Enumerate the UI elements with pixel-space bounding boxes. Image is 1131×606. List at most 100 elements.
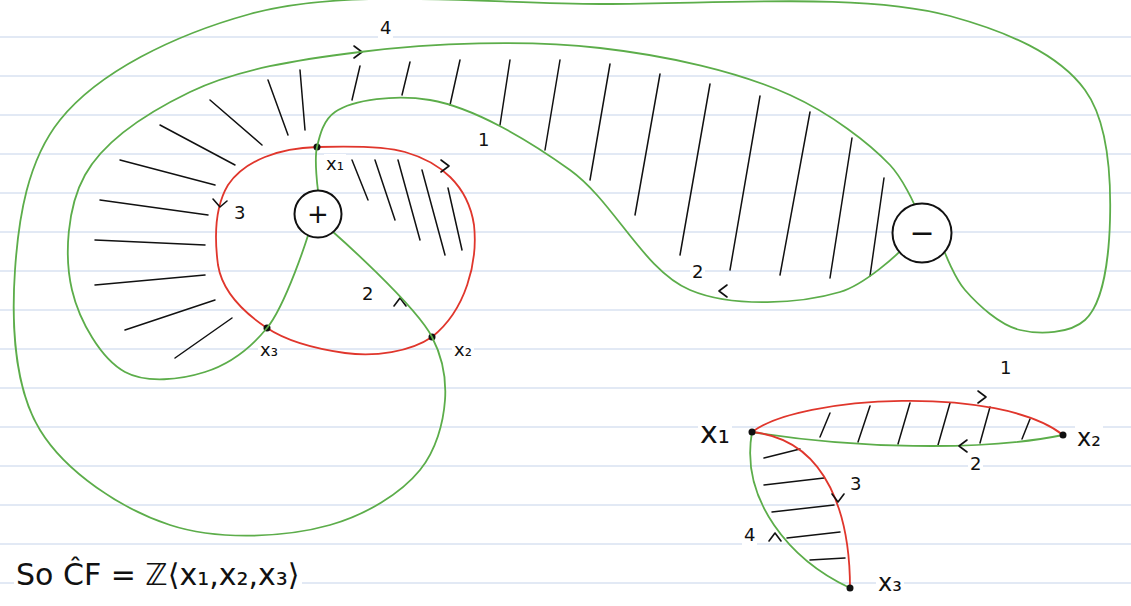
hatch-line: [764, 449, 800, 458]
hatching: [95, 60, 1030, 560]
hatch-line: [422, 170, 445, 255]
ruled-line: [0, 349, 1131, 350]
hatch-line: [210, 100, 262, 145]
hatch-line: [450, 60, 460, 105]
hatch-line: [175, 318, 232, 358]
hatch-line: [870, 178, 884, 276]
orientation-chevron: [441, 160, 449, 172]
intersection-dot: [847, 585, 854, 592]
orientation-chevron: [832, 494, 844, 502]
hatch-line: [820, 413, 830, 437]
ruled-line: [0, 115, 1131, 116]
intersection-points: [264, 144, 1067, 592]
ruled-line: [0, 544, 1131, 545]
hatch-line: [352, 160, 368, 200]
region-number: 1: [476, 130, 491, 150]
region-number: 1: [998, 358, 1013, 378]
disk-circle: [893, 204, 952, 263]
hatch-line: [858, 406, 870, 442]
orientation-chevron: [213, 199, 227, 207]
beta-arc: [750, 432, 850, 588]
region-number: 4: [742, 525, 757, 545]
point-label: x₂: [452, 340, 474, 360]
region-number: 3: [232, 203, 247, 223]
hatch-line: [268, 80, 288, 135]
hatch-line: [780, 112, 810, 275]
beta-curve: [68, 43, 915, 379]
ruled-line: [0, 232, 1131, 233]
node-label: −: [909, 218, 934, 248]
point-label: x₂: [1075, 425, 1103, 451]
point-label: x₃: [876, 570, 904, 596]
hatch-line: [120, 160, 215, 185]
ruled-line: [0, 427, 1131, 428]
orientation-chevron: [959, 440, 967, 452]
hatch-line: [787, 532, 840, 538]
point-label: x₃: [258, 340, 280, 360]
orientation-chevron: [769, 533, 781, 541]
ruled-line: [0, 466, 1131, 467]
hatch-line: [95, 275, 205, 285]
region-number: 2: [360, 284, 375, 304]
orientation-marks: [213, 46, 986, 541]
ruled-line: [0, 505, 1131, 506]
ruled-line: [0, 193, 1131, 194]
hatch-line: [402, 62, 410, 95]
hatch-line: [830, 138, 852, 278]
region-number: 3: [848, 474, 863, 494]
ruled-line: [0, 310, 1131, 311]
hatch-line: [1022, 419, 1030, 439]
hatch-line: [125, 300, 215, 330]
hatch-line: [730, 96, 760, 270]
hatch-line: [448, 188, 462, 250]
hatch-line: [398, 160, 420, 240]
hatch-line: [500, 60, 510, 125]
hatch-line: [95, 240, 205, 245]
region-number: 2: [690, 262, 705, 282]
intersection-dot: [749, 429, 756, 436]
hatch-line: [810, 558, 845, 560]
ruled-line: [0, 37, 1131, 38]
beta-arc: [752, 432, 1063, 446]
orientation-chevron: [719, 285, 727, 297]
conclusion-note: So ĈF = ℤ⟨x₁,x₂,x₃⟩: [14, 558, 302, 591]
ruled-line: [0, 154, 1131, 155]
hatch-line: [590, 64, 610, 180]
hatch-line: [680, 84, 710, 255]
beta-curve: [14, 0, 1111, 536]
small-diagram: [750, 401, 1063, 588]
hatch-line: [300, 70, 305, 130]
region-number: 4: [378, 18, 393, 38]
hatch-line: [375, 160, 395, 220]
ruled-line: [0, 271, 1131, 272]
ruled-line: [0, 388, 1131, 389]
hatch-line: [898, 403, 910, 444]
hatch-line: [772, 505, 834, 512]
hatch-line: [635, 74, 660, 215]
point-label: x₁: [324, 154, 346, 174]
hatch-line: [938, 403, 950, 445]
alpha-curve: [216, 147, 475, 355]
alpha-arc: [752, 432, 850, 588]
hatch-line: [100, 200, 208, 215]
orientation-chevron: [978, 391, 986, 403]
alpha-arc: [752, 401, 1063, 435]
node-label: +: [307, 201, 329, 227]
hatch-line: [160, 125, 235, 165]
point-label: x₁: [698, 416, 732, 449]
handle-disk: −: [891, 202, 953, 264]
hatch-line: [545, 60, 560, 150]
disk-circle: [295, 191, 342, 238]
intersection-dot: [1060, 432, 1067, 439]
ruled-line: [0, 76, 1131, 77]
beta-curves: [14, 0, 1111, 536]
hatch-line: [764, 478, 824, 485]
beta-curve: [316, 98, 900, 303]
hatch-line: [352, 66, 360, 100]
region-number: 2: [968, 454, 983, 474]
handle-disk: +: [293, 189, 343, 239]
